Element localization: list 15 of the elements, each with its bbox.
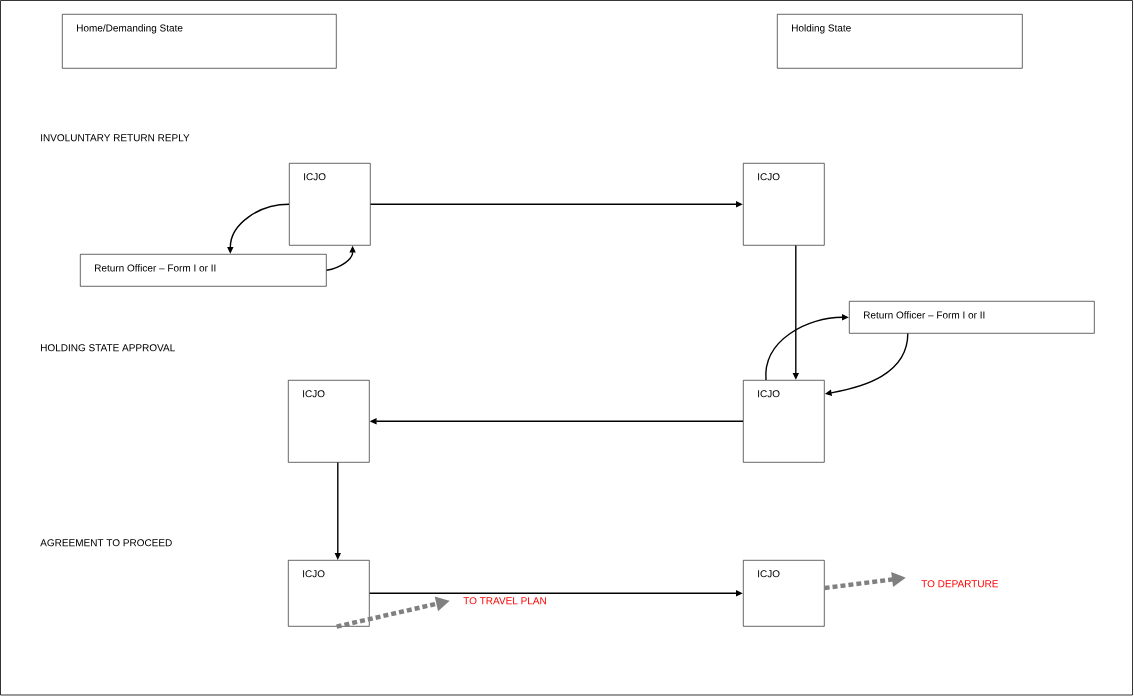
process-box: ICJO [743,380,825,463]
state-box: Holding State [777,14,1023,69]
destination-label: TO DEPARTURE [921,580,998,588]
process-box: ICJO [743,560,825,627]
destination-label: TO TRAVEL PLAN [463,597,546,605]
section-heading: INVOLUNTARY RETURN REPLY [41,134,190,142]
process-box: ICJO [743,163,825,246]
process-box: ICJO [288,380,370,463]
section-heading: HOLDING STATE APPROVAL [41,344,175,352]
section-heading: AGREEMENT TO PROCEED [40,539,172,547]
process-box: ICJO [289,163,371,246]
state-box: Home/Demanding State [62,14,337,69]
form-box: Return Officer – Form I or II [80,254,327,287]
form-box: Return Officer – Form I or II [849,301,1095,334]
process-box: ICJO [288,560,370,627]
